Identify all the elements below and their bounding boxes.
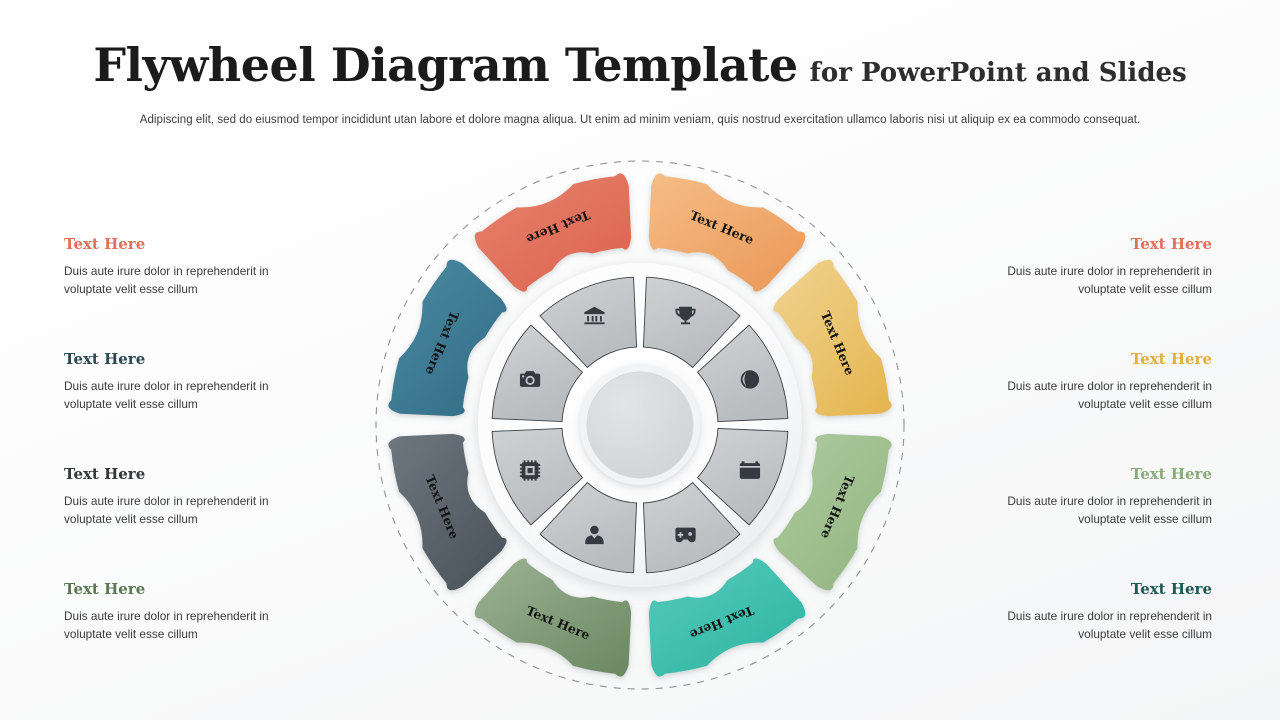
flywheel-segment-5[interactable]: Text Here: [388, 433, 507, 591]
flywheel-segment-shape-3[interactable]: [648, 558, 806, 677]
calendar-heart-icon: [739, 461, 761, 479]
flywheel-segment-1[interactable]: Text Here: [773, 259, 892, 417]
inner-segment-6[interactable]: [491, 324, 583, 423]
flywheel-segment-shape-5[interactable]: [388, 433, 507, 591]
trophy-icon: [675, 306, 696, 325]
right-heading-0: Text Here: [1130, 235, 1212, 253]
center-hub: [580, 365, 700, 485]
flywheel-segment-0[interactable]: Text Here: [648, 173, 806, 292]
right-body-2: Duis aute irure dolor in reprehenderit i…: [1007, 493, 1212, 526]
flywheel-segment-shape-0[interactable]: [648, 173, 806, 292]
right-heading-3: Text Here: [1130, 580, 1212, 598]
left-body-3: Duis aute irure dolor in reprehenderit i…: [64, 608, 269, 641]
baseball-icon: [740, 370, 760, 389]
right-heading-2: Text Here: [1130, 465, 1212, 483]
inner-segment-shape-1[interactable]: [697, 324, 789, 423]
left-body-2: Duis aute irure dolor in reprehenderit i…: [64, 493, 269, 526]
hub-inner: [586, 371, 694, 479]
bank-icon: [584, 306, 605, 325]
inner-segment-shape-4[interactable]: [539, 482, 638, 574]
flywheel-segment-7[interactable]: Text Here: [474, 173, 632, 292]
microchip-icon: [519, 460, 541, 481]
camera-icon: [519, 371, 541, 387]
inner-icon-ring: [491, 276, 789, 574]
flywheel-segment-6[interactable]: Text Here: [388, 259, 507, 417]
flywheel-segment-3[interactable]: Text Here: [648, 558, 806, 677]
flywheel-segment-shape-2[interactable]: [773, 433, 892, 591]
intro-paragraph: Adipiscing elit, sed do eiusmod tempor i…: [139, 114, 1141, 126]
flywheel-segment-4[interactable]: Text Here: [474, 558, 632, 677]
inner-segment-0[interactable]: [642, 276, 741, 368]
inner-segment-shape-7[interactable]: [539, 276, 638, 368]
inner-segment-5[interactable]: [491, 427, 583, 526]
inner-segment-3[interactable]: [642, 482, 741, 574]
flywheel-segment-shape-4[interactable]: [474, 558, 632, 677]
dashed-guide-ring: [375, 160, 905, 690]
page-subtitle: for PowerPoint and Slides: [809, 58, 1187, 88]
inner-segment-1[interactable]: [697, 324, 789, 423]
inner-segment-shape-6[interactable]: [491, 324, 583, 423]
inner-segment-7[interactable]: [539, 276, 638, 368]
left-heading-1: Text Here: [64, 350, 146, 368]
right-body-1: Duis aute irure dolor in reprehenderit i…: [1007, 378, 1212, 411]
inner-segment-shape-0[interactable]: [642, 276, 741, 368]
businessman-icon: [585, 525, 604, 545]
left-heading-0: Text Here: [64, 235, 146, 253]
left-heading-3: Text Here: [64, 580, 146, 598]
title-row: Flywheel Diagram Template for PowerPoint …: [0, 38, 1280, 92]
flywheel-segment-shape-1[interactable]: [773, 259, 892, 417]
flywheel-segment-shape-6[interactable]: [388, 259, 507, 417]
right-body-0: Duis aute irure dolor in reprehenderit i…: [1007, 263, 1212, 296]
right-heading-1: Text Here: [1130, 350, 1212, 368]
page-title: Flywheel Diagram Template: [93, 38, 798, 92]
page-header: Flywheel Diagram Template for PowerPoint …: [0, 38, 1280, 128]
gamepad-icon: [675, 527, 696, 543]
left-body-0: Duis aute irure dolor in reprehenderit i…: [64, 263, 269, 296]
left-body-1: Duis aute irure dolor in reprehenderit i…: [64, 378, 269, 411]
right-body-3: Duis aute irure dolor in reprehenderit i…: [1007, 608, 1212, 641]
inner-segment-4[interactable]: [539, 482, 638, 574]
inner-segment-2[interactable]: [697, 427, 789, 526]
flywheel-segment-2[interactable]: Text Here: [773, 433, 892, 591]
flywheel-segment-shape-7[interactable]: [474, 173, 632, 292]
left-heading-2: Text Here: [64, 465, 146, 483]
